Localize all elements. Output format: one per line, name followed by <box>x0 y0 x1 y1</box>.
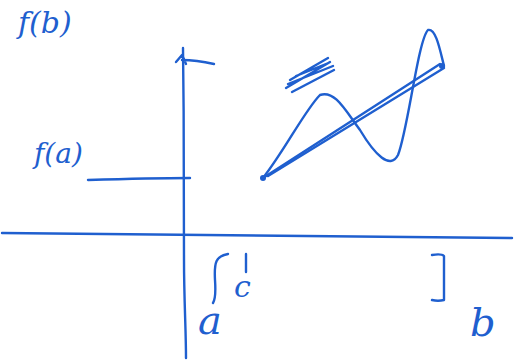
tangent-scribble <box>286 58 334 92</box>
fb-tick <box>176 55 214 64</box>
axis-label: f(b) <box>18 8 72 38</box>
c-mark <box>245 254 247 272</box>
a-bracket <box>213 254 228 303</box>
x-axis <box>2 233 512 238</box>
y-axis <box>183 48 186 358</box>
b-bracket <box>432 254 444 300</box>
axis-label: c <box>234 272 251 302</box>
function-curve <box>263 30 444 178</box>
endpoint-dot <box>260 175 266 181</box>
axis-label: b <box>470 302 496 342</box>
endpoint-dot <box>439 63 445 69</box>
fa-tick <box>88 178 190 180</box>
axis-label: a <box>198 300 222 340</box>
axis-label: f(a) <box>34 140 83 168</box>
